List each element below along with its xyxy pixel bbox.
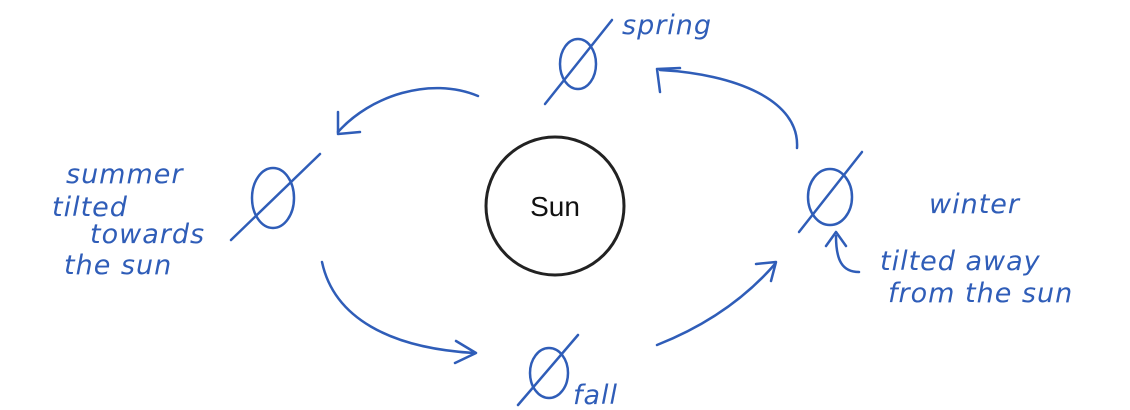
- winter-label: winter: [929, 189, 1021, 220]
- fall-label: fall: [573, 380, 618, 410]
- earth-spring: [543, 18, 614, 106]
- earth-summer: [229, 152, 322, 242]
- summer-note-line-3: the sun: [64, 250, 172, 281]
- earth-spring-globe: [558, 37, 598, 91]
- winter-pointer-arrow: [834, 234, 861, 274]
- arrow-summer-to-fall: [320, 260, 476, 355]
- earth-fall-axis: [516, 333, 580, 407]
- sun-label: Sun: [530, 191, 580, 222]
- summer-note-line-1: tilted: [52, 192, 128, 223]
- earth-winter: [797, 150, 864, 234]
- earth-spring-axis: [543, 18, 614, 106]
- earth-fall: [516, 333, 580, 407]
- arrow-spring-to-summer-head: [336, 110, 362, 136]
- winter-pointer-arrow-head: [824, 230, 848, 248]
- arrow-spring-to-summer: [336, 86, 480, 134]
- arrow-summer-to-fall-head: [453, 339, 478, 365]
- arrow-winter-to-spring-head: [655, 66, 682, 94]
- earth-winter-globe: [806, 167, 854, 227]
- earth-fall-globe: [528, 346, 570, 400]
- earth-summer-globe: [250, 166, 296, 230]
- winter-note-line-1: tilted away: [880, 246, 1041, 277]
- summer-note-line-2: towards: [90, 219, 205, 250]
- orbit-arrows: [320, 66, 861, 365]
- summer-label: summer: [66, 159, 184, 190]
- arrow-winter-to-spring: [658, 68, 799, 150]
- sun-circle: [484, 135, 626, 277]
- spring-label: spring: [622, 10, 712, 41]
- arrow-fall-to-winter-head: [754, 260, 778, 283]
- arrow-fall-to-winter: [655, 262, 777, 347]
- earth-winter-axis: [797, 150, 864, 234]
- winter-note-line-2: from the sun: [888, 278, 1073, 309]
- earth-summer-axis: [229, 152, 322, 242]
- sun: Sun: [484, 135, 626, 277]
